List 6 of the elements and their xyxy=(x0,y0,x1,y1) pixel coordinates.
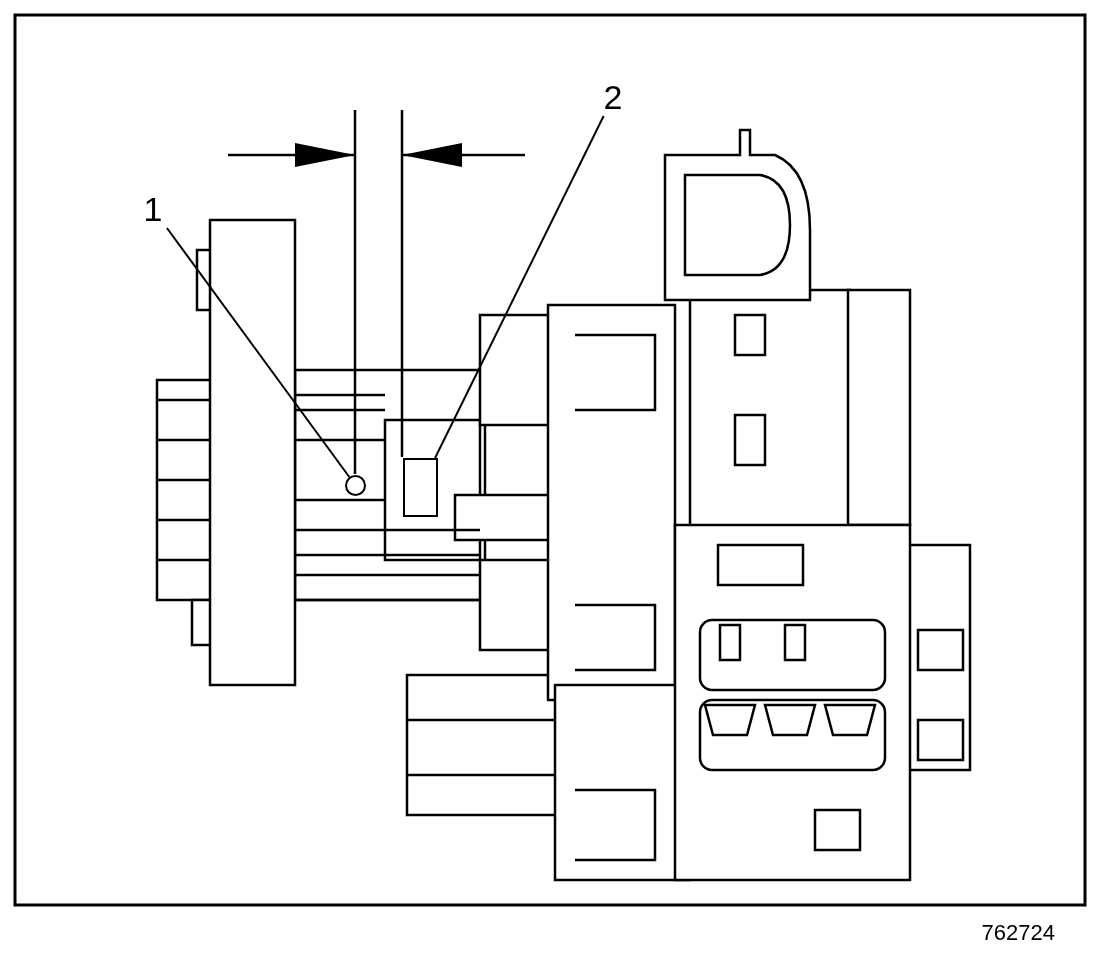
callout-number: 2 xyxy=(598,78,628,116)
leader-line xyxy=(434,115,605,459)
slot-mark xyxy=(403,458,438,517)
figure-number: 762724 xyxy=(981,920,1055,946)
callout-number: 1 xyxy=(138,190,168,228)
leader-line xyxy=(165,227,351,479)
